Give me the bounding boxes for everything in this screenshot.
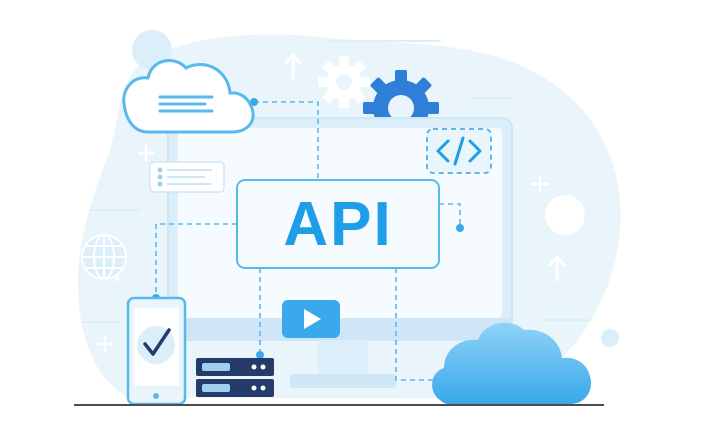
- smartphone-icon: [126, 296, 187, 406]
- checkmark-icon: [143, 328, 171, 356]
- server-icon: [196, 358, 274, 397]
- list-icon: [149, 161, 225, 193]
- cloud-icon: [432, 322, 592, 404]
- api-label: API: [283, 189, 393, 259]
- api-box: [236, 179, 440, 269]
- gear-icon: [318, 56, 439, 136]
- decorative-lines: [81, 40, 591, 323]
- connection-lines: [155, 101, 461, 381]
- play-icon: [282, 300, 340, 338]
- code-icon: [426, 128, 492, 174]
- cloud-upload-icon: [122, 59, 255, 134]
- globe-icon: [81, 234, 127, 280]
